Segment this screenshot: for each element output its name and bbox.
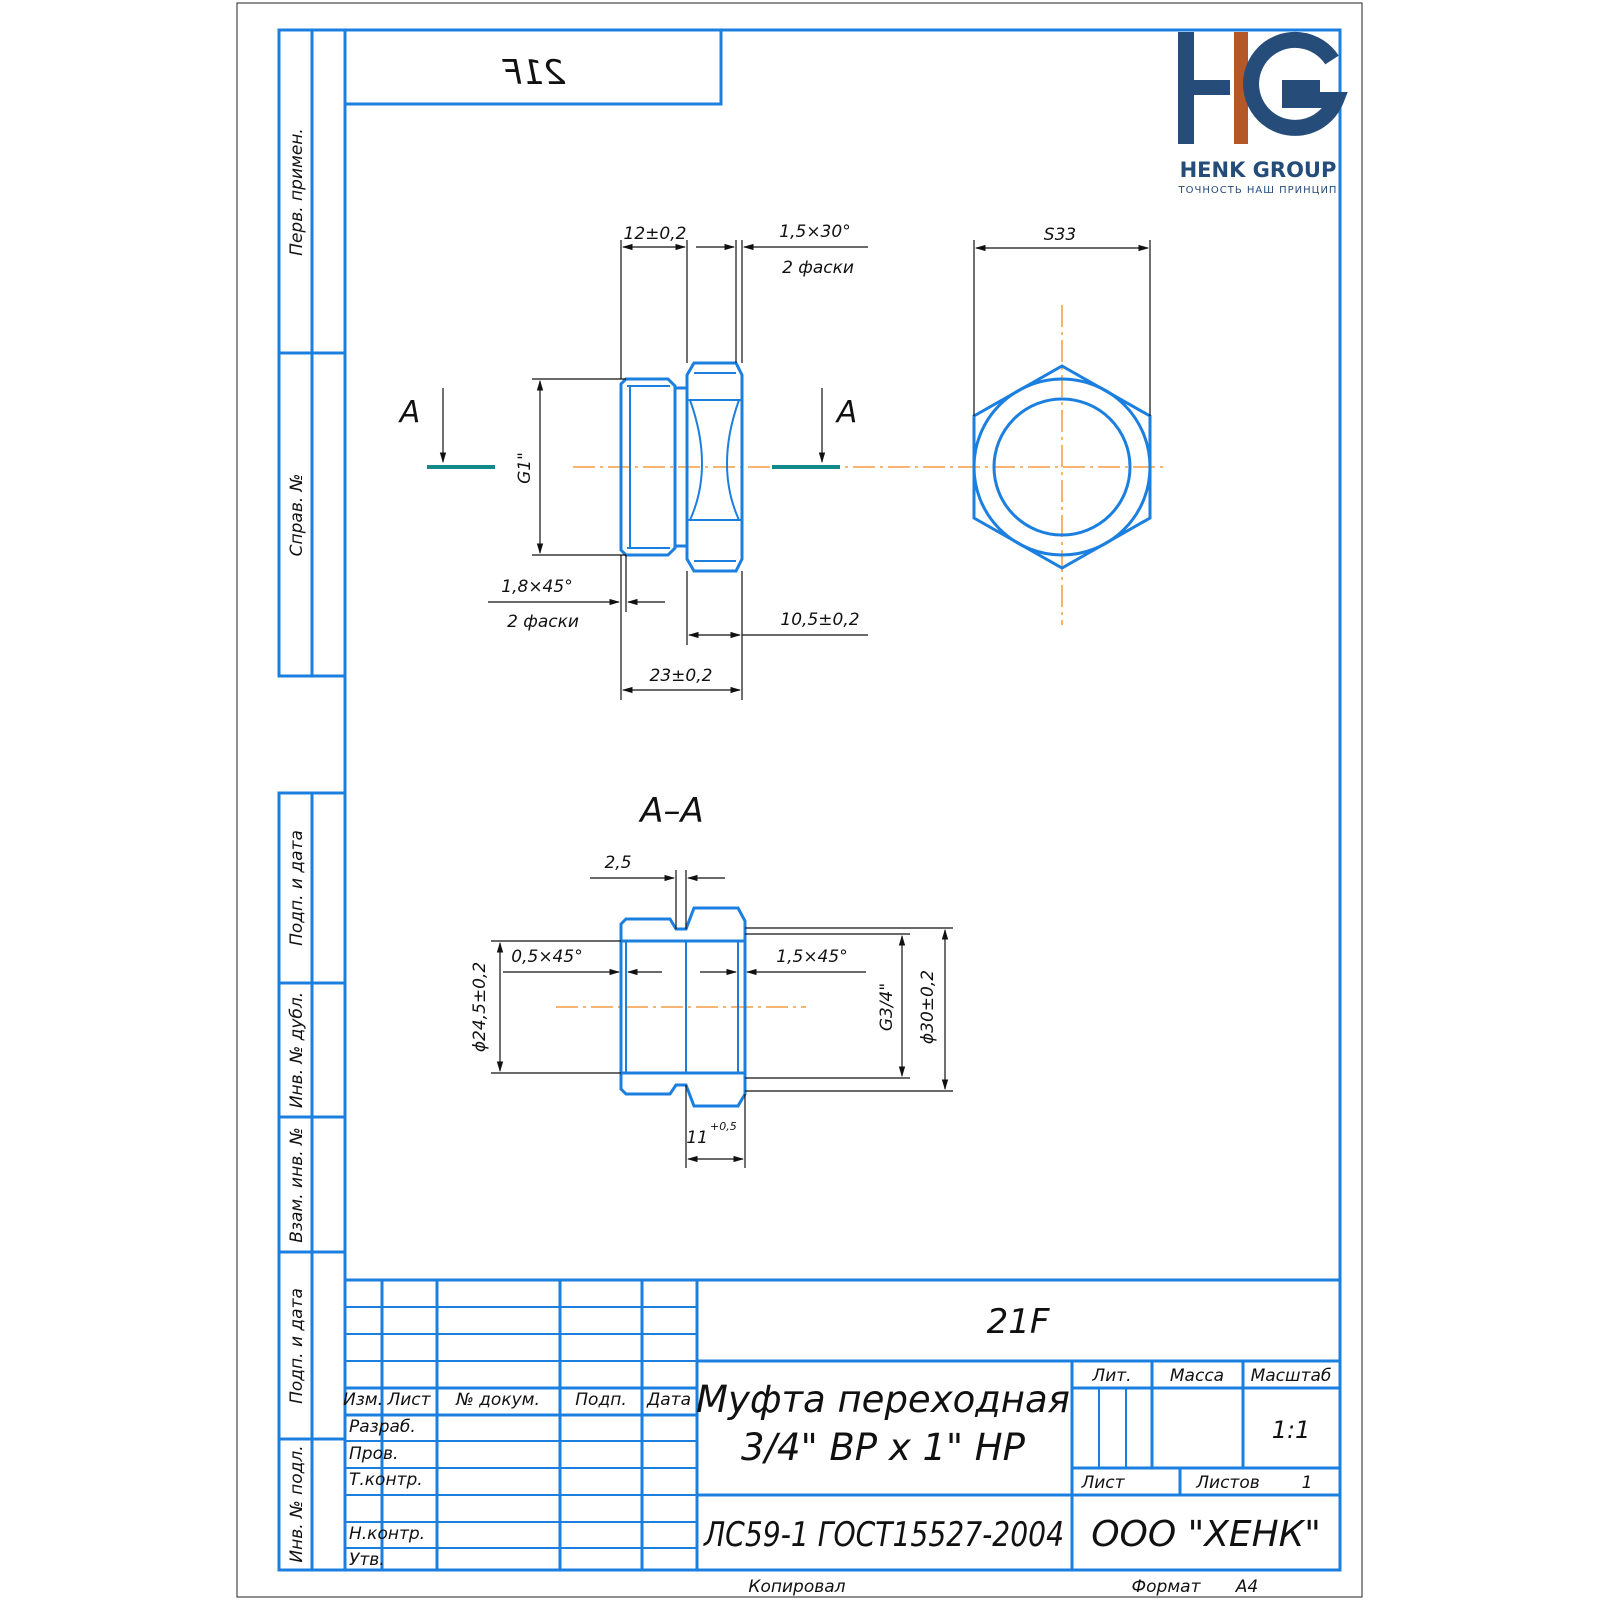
- svg-text:Масштаб: Масштаб: [1251, 1366, 1332, 1386]
- svg-text:2,5: 2,5: [604, 853, 631, 873]
- dim-d30: ϕ30±0,2: [745, 927, 953, 1092]
- sheet-trim-border: [236, 2, 1363, 1598]
- svg-text:10,5±0,2: 10,5±0,2: [780, 610, 859, 630]
- svg-text:G1": G1": [515, 452, 535, 484]
- svg-text:Пров.: Пров.: [349, 1444, 398, 1464]
- svg-text:№ докум.: № докум.: [455, 1390, 540, 1410]
- svg-text:Формат: Формат: [1132, 1577, 1202, 1597]
- side-label-podp-data-2: Подп. и дата: [287, 1288, 307, 1404]
- svg-text:0,5×45°: 0,5×45°: [511, 947, 582, 967]
- dim-g1: G1": [515, 378, 626, 556]
- section-cut-marks: A A: [398, 388, 858, 469]
- svg-text:A: A: [835, 395, 858, 430]
- svg-text:Т.контр.: Т.контр.: [349, 1470, 423, 1490]
- svg-text:S33: S33: [1044, 225, 1076, 245]
- main-view: 12±0,2 1,5×30° 2 фаски S33 A A: [398, 222, 1165, 700]
- svg-text:Копировал: Копировал: [748, 1577, 845, 1597]
- dim-s33: S33: [973, 225, 1151, 416]
- designation: 21F: [987, 1302, 1050, 1342]
- hex-body-side: [685, 361, 744, 573]
- dim-chamfer-bottom: 1,8×45° 2 фаски: [488, 555, 665, 700]
- svg-text:ϕ24,5±0,2: ϕ24,5±0,2: [470, 962, 490, 1052]
- svg-text:ϕ30±0,2: ϕ30±0,2: [918, 970, 938, 1044]
- logo-slogan: ТОЧНОСТЬ НАШ ПРИНЦИП: [1178, 185, 1338, 196]
- svg-text:11: 11: [686, 1128, 708, 1148]
- dim-0-5: 0,5×45°: [503, 947, 662, 976]
- svg-text:Подп.: Подп.: [575, 1390, 626, 1410]
- dim-23: 23±0,2: [621, 666, 742, 694]
- henk-group-logo: HENK GROUP ТОЧНОСТЬ НАШ ПРИНЦИП: [1178, 31, 1348, 196]
- svg-text:Дата: Дата: [646, 1390, 691, 1410]
- svg-text:Масса: Масса: [1170, 1366, 1224, 1386]
- dim-2-5: 2,5: [590, 853, 725, 929]
- svg-text:21F: 21F: [502, 53, 565, 93]
- svg-text:A: A: [398, 395, 421, 430]
- svg-text:1,5×45°: 1,5×45°: [776, 947, 847, 967]
- side-label-vzam-inv: Взам. инв. №: [287, 1127, 307, 1242]
- dim-d24: ϕ24,5±0,2: [470, 940, 621, 1074]
- svg-text:Лит.: Лит.: [1091, 1366, 1131, 1386]
- svg-text:Утв.: Утв.: [349, 1550, 385, 1570]
- svg-text:Изм.: Изм.: [343, 1390, 383, 1410]
- main-frame: [277, 28, 1342, 1572]
- svg-text:2 фаски: 2 фаски: [507, 612, 579, 632]
- svg-text:Листов: Листов: [1195, 1473, 1260, 1493]
- dim-g34: G3/4": [745, 933, 910, 1079]
- material: ЛС59-1 ГОСТ15527-2004: [702, 1515, 1064, 1555]
- company: ООО "ХЕНК": [1091, 1514, 1321, 1555]
- svg-text:1,5×30°: 1,5×30°: [779, 222, 850, 242]
- dim-chamfer-top: 1,5×30° 2 фаски: [696, 222, 868, 363]
- logo-company-name: HENK GROUP: [1180, 158, 1337, 182]
- side-label-sprav-no: Справ. №: [287, 474, 307, 557]
- dim-11: 11 +0,5: [685, 1085, 746, 1168]
- svg-text:Разраб.: Разраб.: [349, 1417, 416, 1437]
- side-label-perv-primen: Перв. примен.: [287, 128, 307, 256]
- dim-12: 12±0,2: [620, 224, 688, 379]
- svg-text:A4: A4: [1235, 1577, 1258, 1597]
- svg-text:2 фаски: 2 фаски: [782, 258, 854, 278]
- svg-text:23±0,2: 23±0,2: [650, 666, 713, 686]
- dim-10-5: 10,5±0,2: [686, 571, 868, 700]
- part-name-line1: Муфта переходная: [696, 1378, 1070, 1421]
- svg-text:1: 1: [1302, 1473, 1313, 1493]
- svg-text:1:1: 1:1: [1272, 1416, 1311, 1444]
- svg-text:Лист: Лист: [386, 1390, 431, 1410]
- side-label-inv-dubl: Инв. № дубл.: [287, 992, 307, 1108]
- svg-text:Лист: Лист: [1080, 1473, 1125, 1493]
- svg-text:G3/4": G3/4": [877, 983, 897, 1031]
- side-label-inv-podl: Инв. № подл.: [287, 1445, 307, 1562]
- dim-1-5: 1,5×45°: [700, 947, 866, 976]
- stamp-mirrored: 21F: [502, 53, 565, 93]
- side-label-podp-data: Подп. и дата: [287, 830, 307, 946]
- section-view: A–A 2,5 0,5×45°: [470, 791, 953, 1168]
- svg-text:1,8×45°: 1,8×45°: [501, 577, 572, 597]
- title-block: 21F Муфта переходная 3/4" ВР х 1" НР ЛС5…: [343, 1278, 1340, 1597]
- hex-end-view: [972, 305, 1152, 625]
- section-title: A–A: [638, 791, 704, 831]
- side-labels: Перв. примен. Справ. № Подп. и дата Инв.…: [287, 128, 307, 1562]
- svg-text:12±0,2: 12±0,2: [624, 224, 687, 244]
- part-name-line2: 3/4" ВР х 1" НР: [741, 1426, 1026, 1469]
- svg-text:Н.контр.: Н.контр.: [349, 1524, 425, 1544]
- svg-text:+0,5: +0,5: [710, 1120, 737, 1133]
